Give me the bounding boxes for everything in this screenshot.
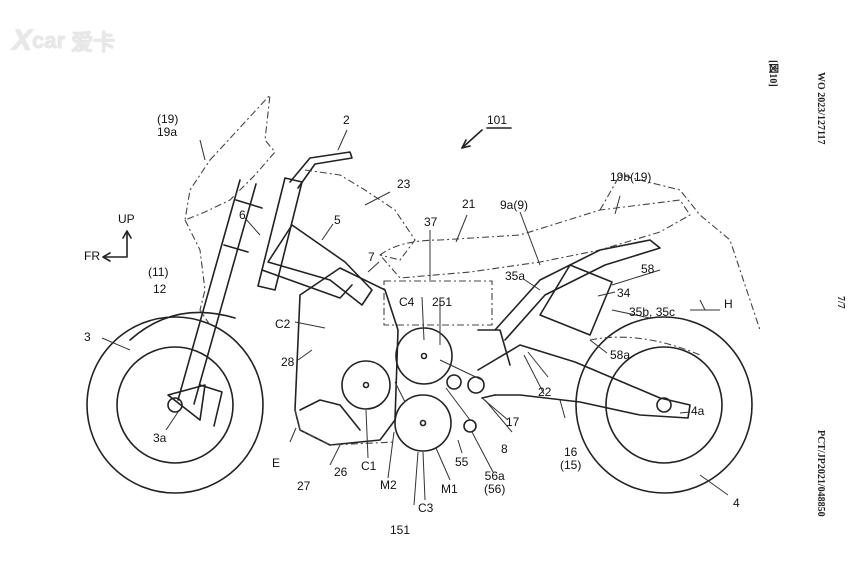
watermark-logo: X car 爱卡 xyxy=(12,24,115,58)
watermark-x: X xyxy=(12,24,32,57)
label-26: 26 xyxy=(334,465,348,479)
main-frame xyxy=(267,224,373,306)
label-fr: FR xyxy=(84,249,100,263)
label-m1: M1 xyxy=(441,482,458,496)
label-5: 5 xyxy=(334,213,341,227)
rear-wheel xyxy=(575,316,753,494)
label-c2: C2 xyxy=(275,317,291,331)
rear-fender xyxy=(589,336,701,356)
label-3a: 3a xyxy=(153,431,167,445)
label-12: 12 xyxy=(153,282,167,296)
label-6: 6 xyxy=(239,208,246,222)
handlebar xyxy=(289,151,353,189)
label-35a: 35a xyxy=(505,269,526,283)
label-e: E xyxy=(272,456,281,470)
label-22: 22 xyxy=(538,385,552,399)
label-3: 3 xyxy=(84,330,91,344)
label-4a: 4a xyxy=(691,404,705,418)
watermark-brand: car xyxy=(32,28,66,53)
label-35b: 35b, 35c xyxy=(629,305,676,319)
ref-arrow xyxy=(461,129,483,149)
label-58a: 58a xyxy=(610,348,631,362)
label-151: 151 xyxy=(390,523,411,537)
page-number: 7/7 xyxy=(835,296,846,309)
steering-stem xyxy=(257,177,303,291)
seat xyxy=(379,199,691,279)
label-34: 34 xyxy=(617,286,631,300)
label-27: 27 xyxy=(297,479,311,493)
label-17: 17 xyxy=(506,415,520,429)
front-fender xyxy=(129,311,236,341)
label-9a: 9a(9) xyxy=(500,198,529,212)
label-up: UP xyxy=(118,212,135,226)
leader-lines xyxy=(101,129,729,506)
storage-box xyxy=(539,264,613,336)
engine-block xyxy=(294,267,399,446)
swingarm xyxy=(477,344,691,419)
lower-cover xyxy=(294,409,396,446)
battery-box xyxy=(383,280,493,326)
label-55: 55 xyxy=(455,455,469,469)
fuel-tank xyxy=(304,169,416,261)
label-4: 4 xyxy=(733,496,740,510)
label-16: 16 (15) xyxy=(560,445,582,472)
direction-arrows xyxy=(102,230,132,262)
label-37: 37 xyxy=(424,215,438,229)
label-c1: C1 xyxy=(361,459,377,473)
label-58: 58 xyxy=(641,262,655,276)
label-19a: (19) 19a xyxy=(157,112,179,139)
label-251: 251 xyxy=(432,295,453,309)
motor-gears xyxy=(341,327,485,452)
label-101: 101 xyxy=(487,113,508,127)
front-wheel xyxy=(86,316,264,494)
label-56a: 56a (56) xyxy=(484,469,506,496)
front-cowl xyxy=(184,219,211,326)
tail-cowl xyxy=(599,174,761,331)
application-number: PCT/JP2021/048850 xyxy=(815,430,826,517)
label-c3: C3 xyxy=(418,501,434,515)
label-21: 21 xyxy=(462,197,476,211)
label-8: 8 xyxy=(501,442,508,456)
label-h: H xyxy=(724,297,733,311)
front-fork xyxy=(167,179,263,427)
label-11: (11) xyxy=(148,265,169,279)
label-c4: C4 xyxy=(399,295,415,309)
label-2: 2 xyxy=(343,113,350,127)
label-19b: 19b(19) xyxy=(610,170,652,184)
watermark-cn: 爱卡 xyxy=(71,30,116,55)
figure-label: [図10] xyxy=(767,60,778,87)
windscreen xyxy=(184,93,276,221)
label-7: 7 xyxy=(368,250,375,264)
publication-number: WO 2023/127117 xyxy=(815,72,826,145)
label-28: 28 xyxy=(281,355,295,369)
label-23: 23 xyxy=(397,177,411,191)
label-m2: M2 xyxy=(380,478,397,492)
